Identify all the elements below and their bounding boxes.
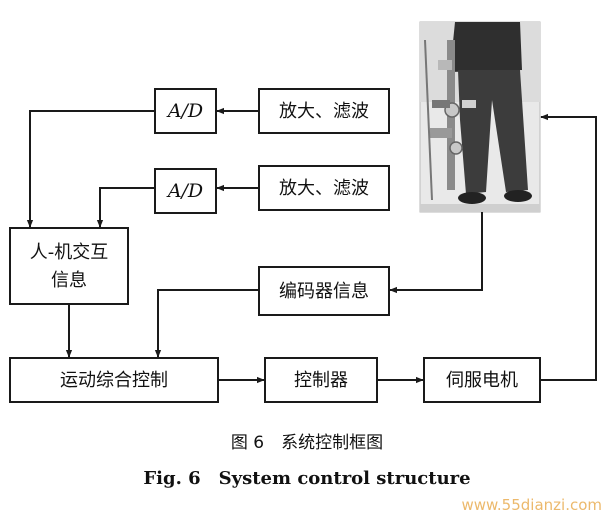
svg-text:编码器信息: 编码器信息 — [279, 281, 369, 302]
svg-text:人-机交互: 人-机交互 — [30, 242, 109, 263]
caption-chinese: 图 6 系统控制框图 — [230, 433, 384, 453]
watermark: www.55dianzi.com — [461, 496, 602, 514]
svg-text:运动综合控制: 运动综合控制 — [60, 370, 168, 391]
edge-photo-to-encoder — [389, 212, 483, 294]
svg-text:信息: 信息 — [51, 270, 87, 291]
svg-text:控制器: 控制器 — [294, 370, 348, 391]
controller: 控制器 — [264, 357, 378, 403]
caption-english: Fig. 6 System control structure — [143, 468, 471, 489]
svg-text:放大、滤波: 放大、滤波 — [279, 178, 369, 199]
svg-text:A/D: A/D — [166, 100, 203, 122]
edge-encoder-to-motion — [154, 289, 259, 358]
ad-converter-2: A/D — [154, 168, 217, 214]
edge-ad1-to-hmi — [26, 110, 155, 228]
svg-text:伺服电机: 伺服电机 — [446, 370, 518, 391]
svg-text:A/D: A/D — [166, 180, 203, 202]
edge-servo-to-photo — [540, 113, 597, 381]
edge-ad2-to-hmi — [96, 187, 155, 228]
svg-text:放大、滤波: 放大、滤波 — [279, 101, 369, 122]
exoskeleton-photo — [419, 21, 541, 213]
amplify-filter-1: 放大、滤波 — [258, 88, 390, 134]
ad-converter-1: A/D — [154, 88, 217, 134]
servo-motor: 伺服电机 — [423, 357, 541, 403]
encoder-info: 编码器信息 — [258, 266, 390, 316]
human-machine-interaction: 人-机交互 信息 — [9, 227, 129, 305]
amplify-filter-2: 放大、滤波 — [258, 165, 390, 211]
motion-integrated-control: 运动综合控制 — [9, 357, 219, 403]
